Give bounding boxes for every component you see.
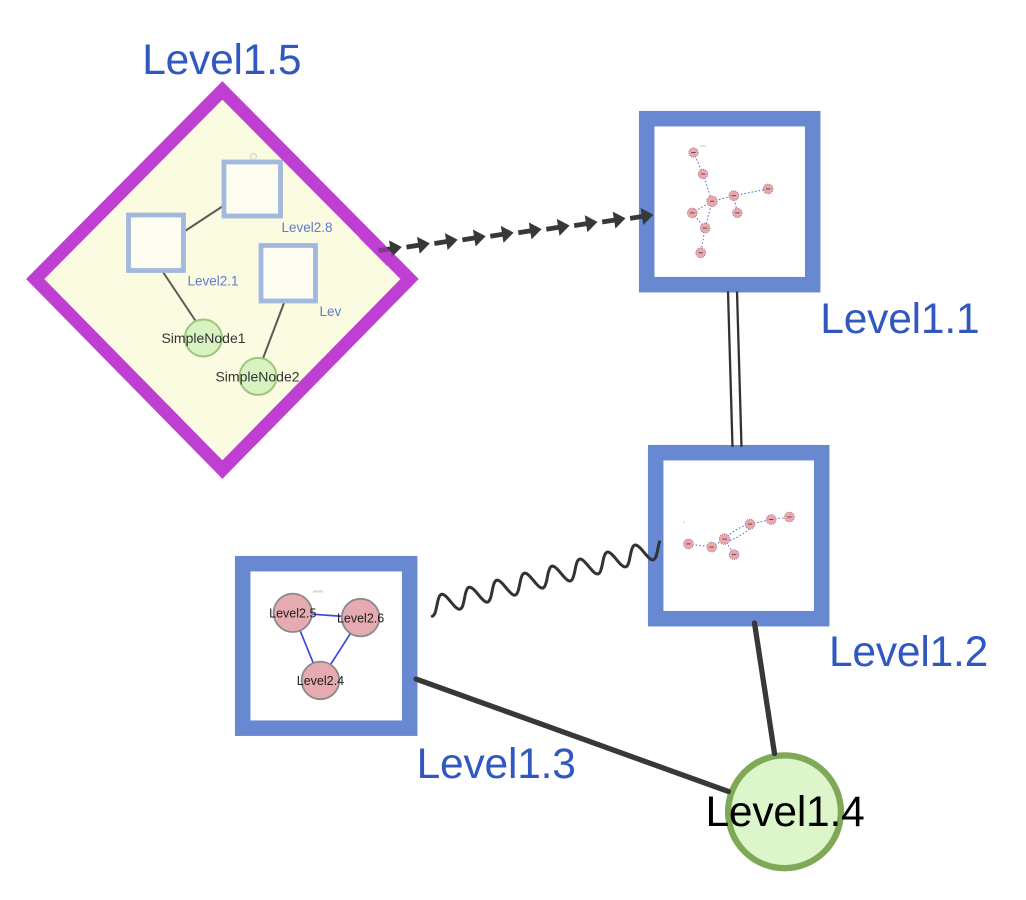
- svg-text:Level1.3: Level1.3: [417, 741, 576, 788]
- svg-text:SimpleNode1: SimpleNode1: [161, 330, 245, 346]
- svg-text:Lev: Lev: [320, 304, 342, 319]
- svg-text:Level1.4: Level1.4: [705, 789, 864, 836]
- svg-text:Level2.8: Level2.8: [282, 220, 333, 235]
- svg-text:Level1.1: Level1.1: [820, 296, 979, 343]
- svg-text:Level2.4: Level2.4: [297, 674, 344, 688]
- svg-text:Level1.5: Level1.5: [142, 37, 301, 84]
- svg-text:SimpleNode2: SimpleNode2: [215, 368, 299, 384]
- svg-text:Level2.1: Level2.1: [188, 274, 239, 289]
- svg-text:Level2.6: Level2.6: [337, 611, 384, 625]
- svg-text:Level1.2: Level1.2: [829, 629, 988, 676]
- svg-text:Level2.5: Level2.5: [269, 607, 316, 621]
